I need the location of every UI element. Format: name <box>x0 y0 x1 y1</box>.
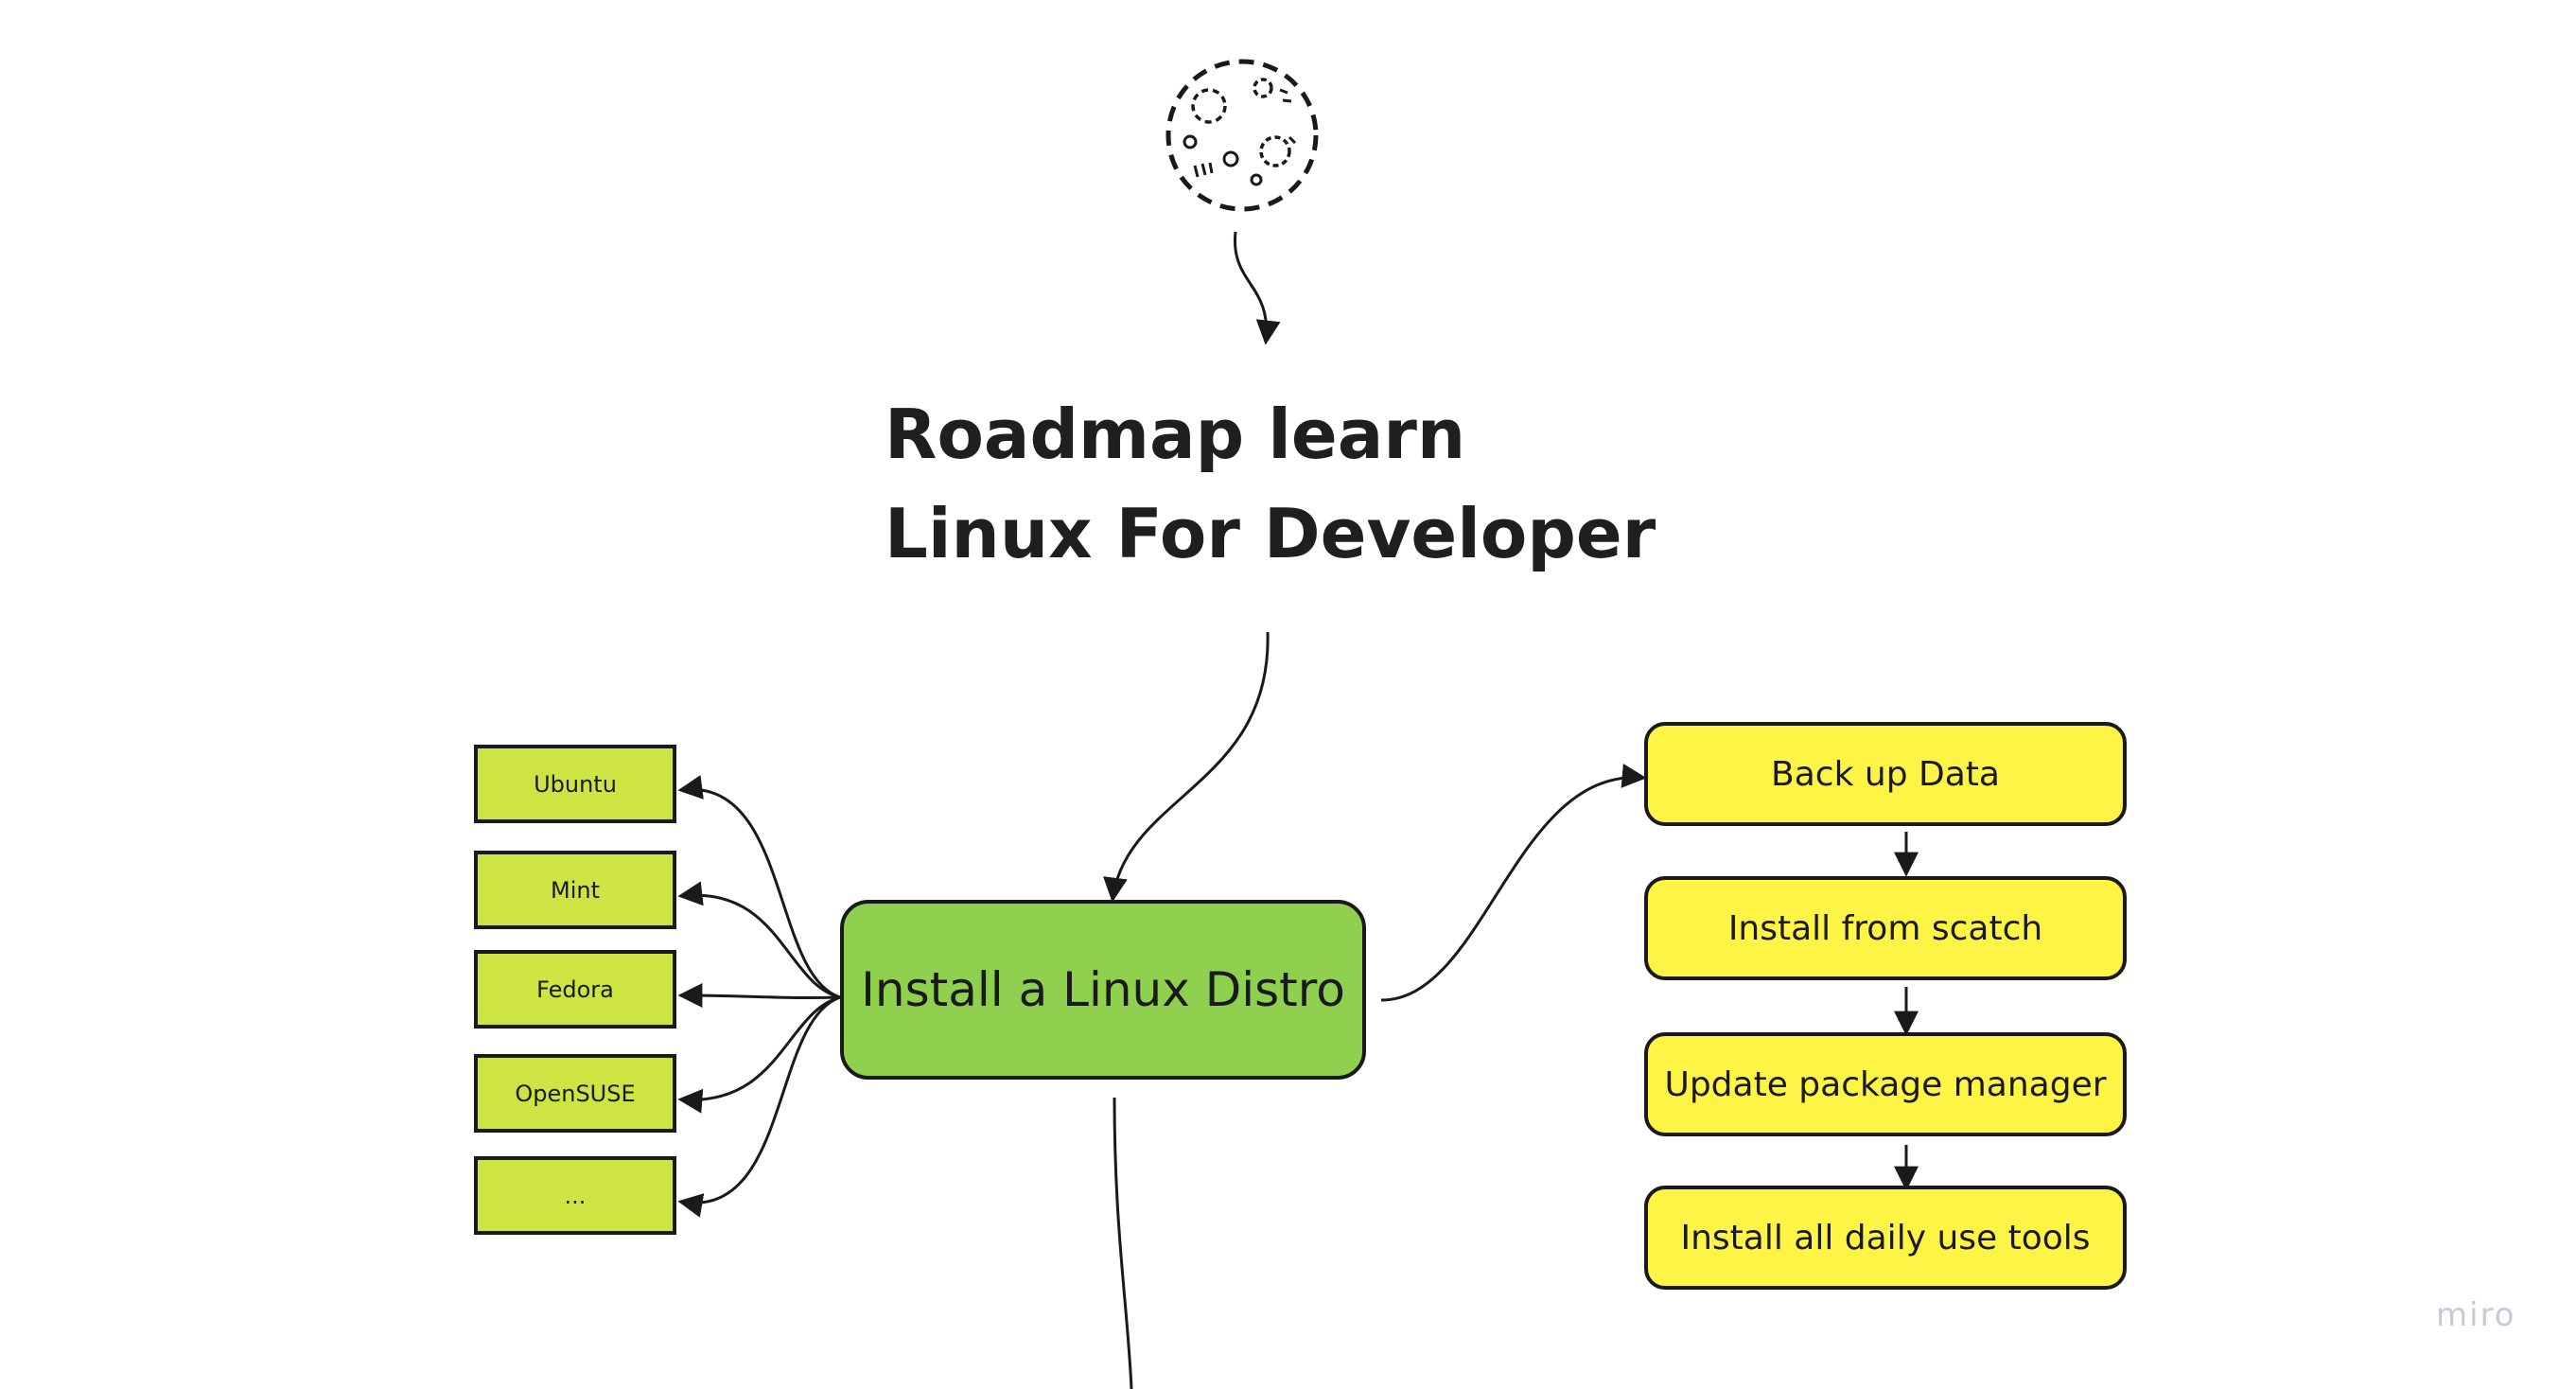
connector-main-to-ubuntu <box>677 775 841 999</box>
main-node-install-distro[interactable]: Install a Linux Distro <box>840 900 1366 1080</box>
roadmap-title-line-2: Linux For Developer <box>885 494 1656 573</box>
distro-node-opensuse[interactable]: OpenSUSE <box>474 1054 676 1133</box>
step-node-install-from-scratch[interactable]: Install from scatch <box>1644 876 2127 980</box>
step-node-install-daily-tools[interactable]: Install all daily use tools <box>1644 1186 2127 1290</box>
distro-node-ellipsis[interactable]: ... <box>474 1156 676 1235</box>
distro-node-fedora[interactable]: Fedora <box>474 950 676 1029</box>
distro-node-mint[interactable]: Mint <box>474 851 676 929</box>
connector-main-to-fedora <box>677 983 841 1009</box>
roadmap-title-line-1: Roadmap learn <box>885 395 1466 474</box>
hand-drawn-planet-icon <box>1165 59 1319 212</box>
step-node-backup-data[interactable]: Back up Data <box>1644 722 2127 826</box>
connector-title-to-main <box>1103 631 1270 903</box>
connector-main-to-opensuse <box>677 995 841 1114</box>
miro-watermark: miro <box>2436 1296 2516 1334</box>
step-node-update-package-manager[interactable]: Update package manager <box>1644 1032 2127 1136</box>
connector-icon-to-title <box>1233 231 1281 345</box>
connector-main-to-ellipsis <box>677 995 841 1218</box>
distro-node-ubuntu[interactable]: Ubuntu <box>474 745 676 823</box>
connector-main-to-backup <box>1380 764 1647 1002</box>
connector-main-to-mint <box>677 881 841 999</box>
connector-main-downward <box>1113 1097 1133 1389</box>
